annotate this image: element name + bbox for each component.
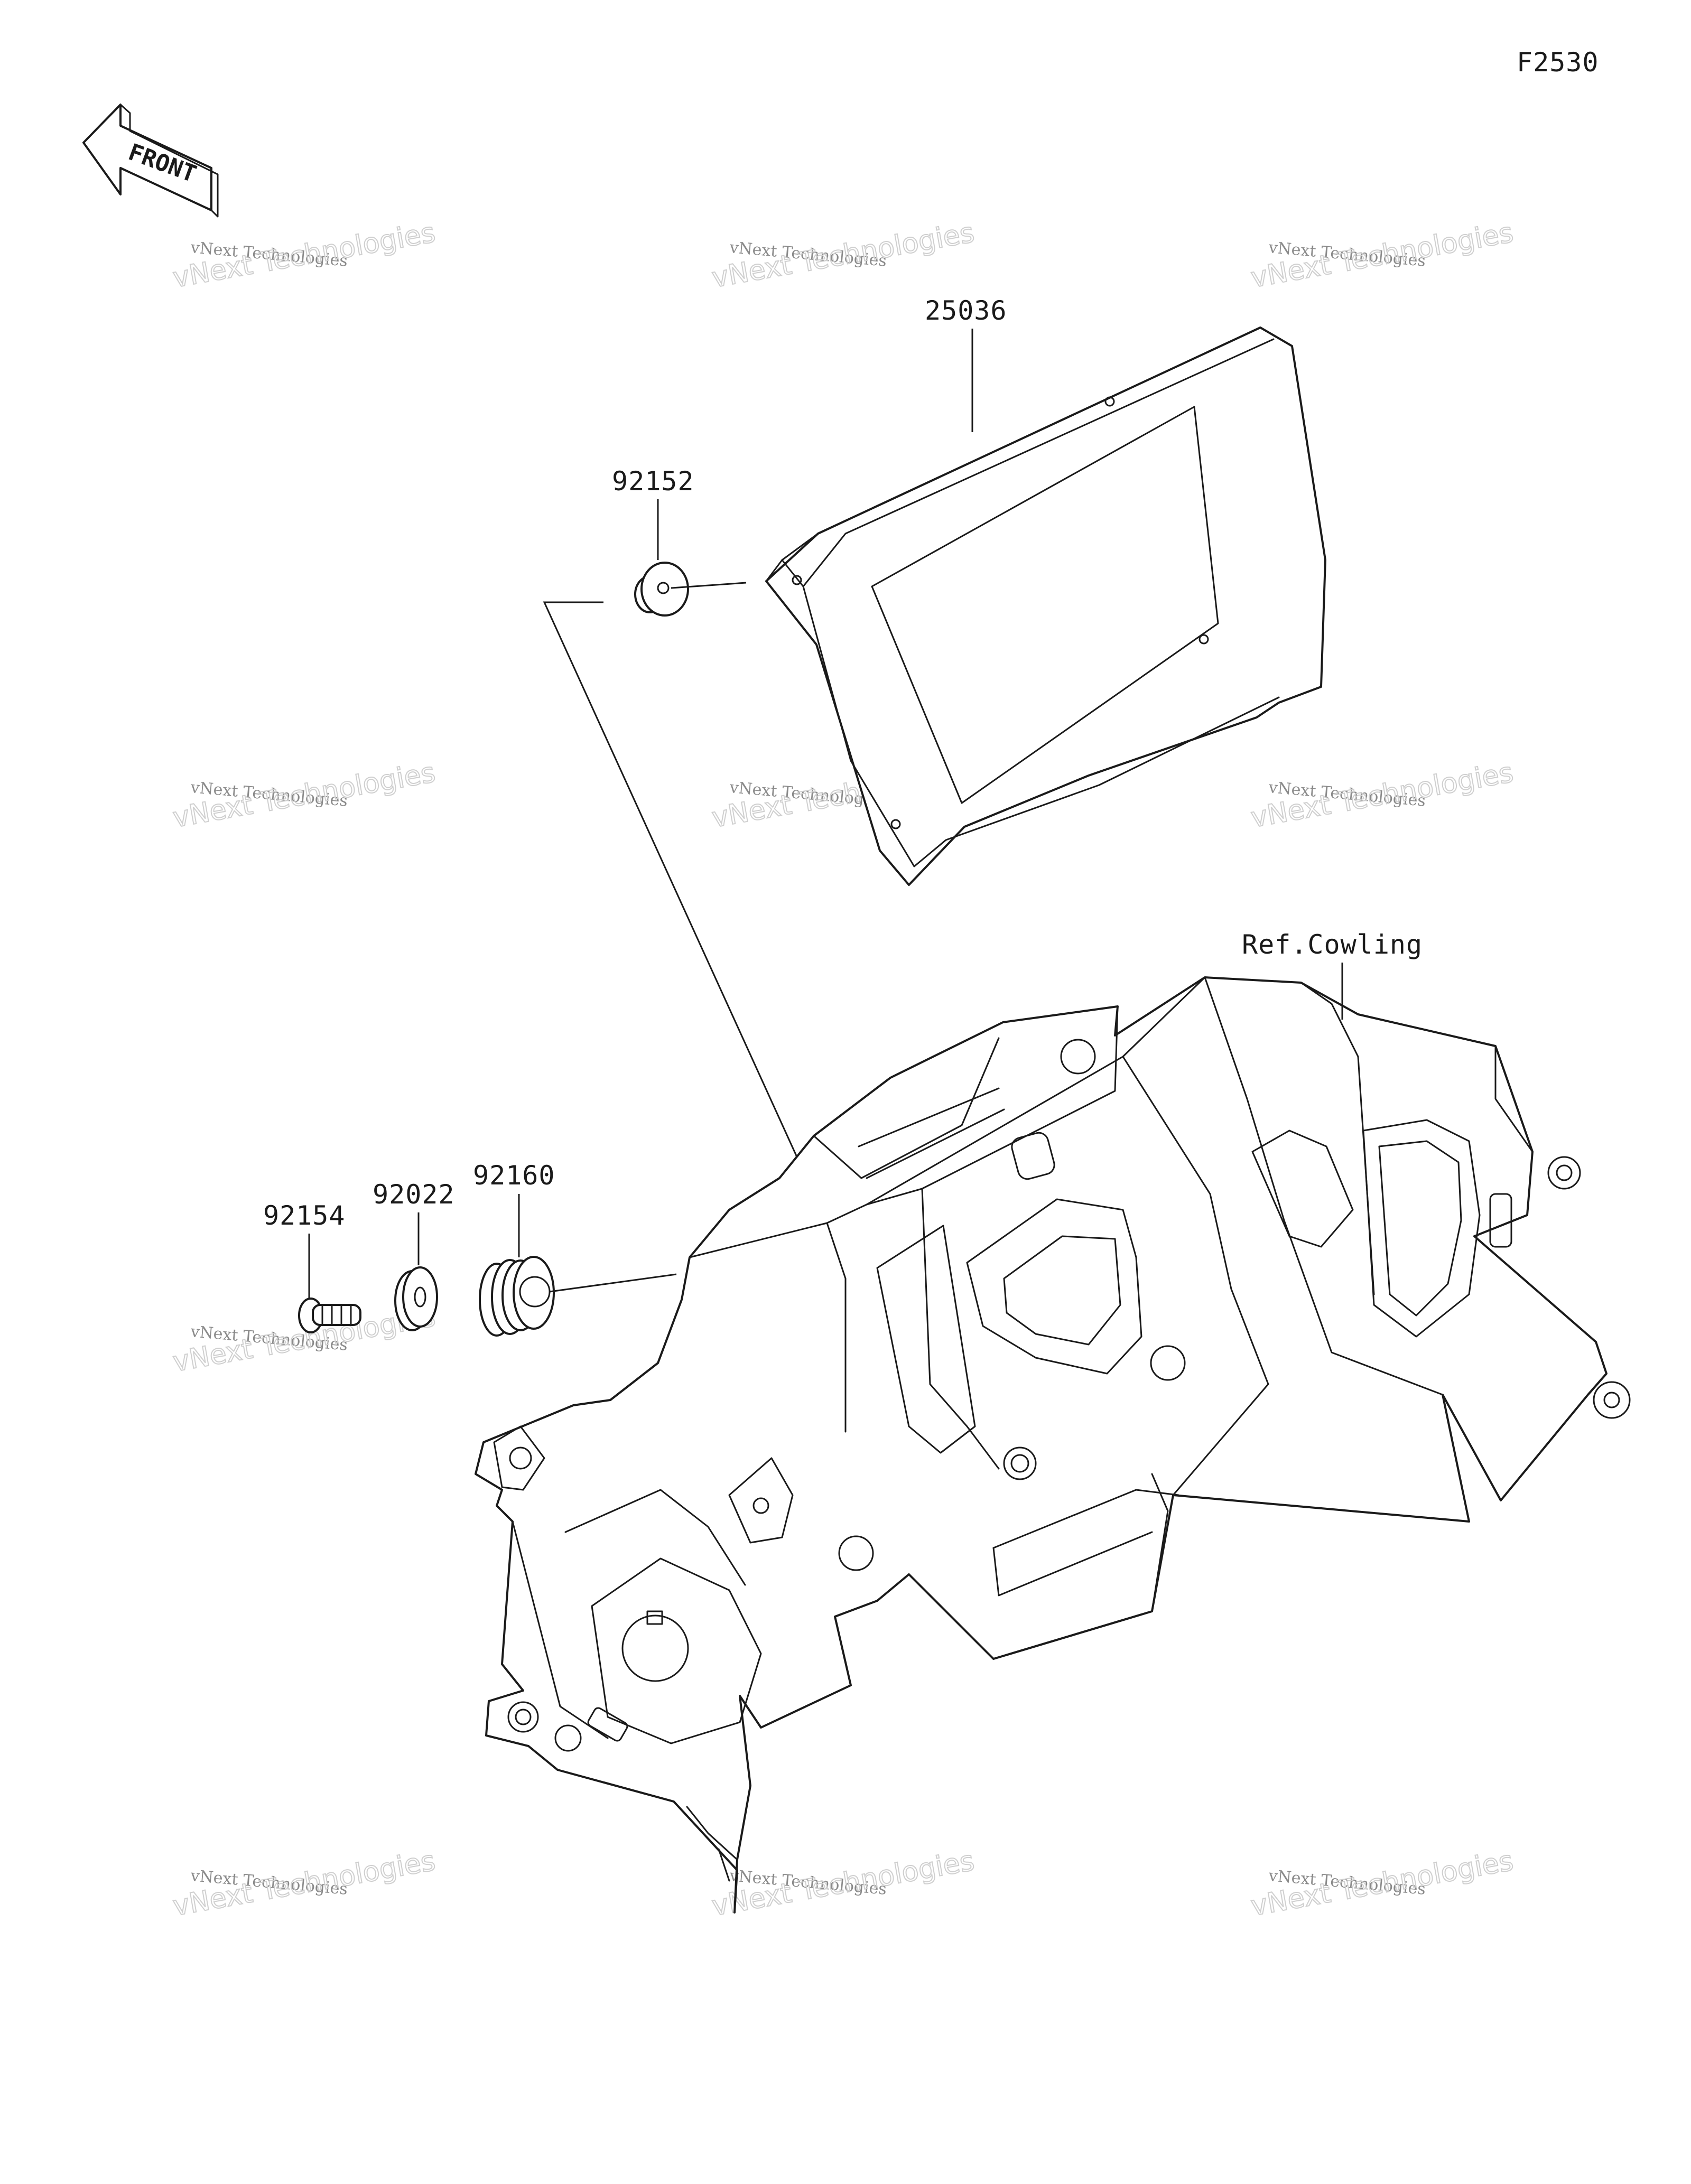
washer-92022 (394, 1266, 438, 1331)
cowling-reference (475, 976, 1631, 1914)
watermark-text-large: vNext Technologies (171, 757, 438, 834)
watermark-text-large: vNext Technologies (1249, 1845, 1516, 1922)
callout-92160: 92160 (473, 1160, 555, 1191)
watermark-text-large: vNext Technologies (710, 217, 977, 294)
grommet-92160 (479, 1256, 555, 1337)
bolt-92154 (298, 1298, 361, 1333)
front-arrow-icon: FRONT (82, 104, 219, 218)
figure-code: F2530 (1517, 47, 1599, 78)
watermark-text-large: vNext Technologies (710, 1845, 977, 1922)
watermark-text-large: vNext Technologies (171, 217, 438, 294)
callout-92152: 92152 (612, 466, 694, 497)
callout-25036: 25036 (925, 295, 1007, 326)
watermark-text-large: vNext Technologies (1249, 757, 1516, 834)
callout-92022: 92022 (373, 1179, 455, 1210)
callout-92154: 92154 (263, 1200, 346, 1231)
watermark-text-large: vNext Technologies (171, 1845, 438, 1922)
callout-ref-cowling: Ref.Cowling (1242, 929, 1423, 960)
screw-92152 (634, 562, 689, 617)
watermark-text-large: vNext Technologies (1249, 217, 1516, 294)
meter-assembly (765, 326, 1326, 886)
